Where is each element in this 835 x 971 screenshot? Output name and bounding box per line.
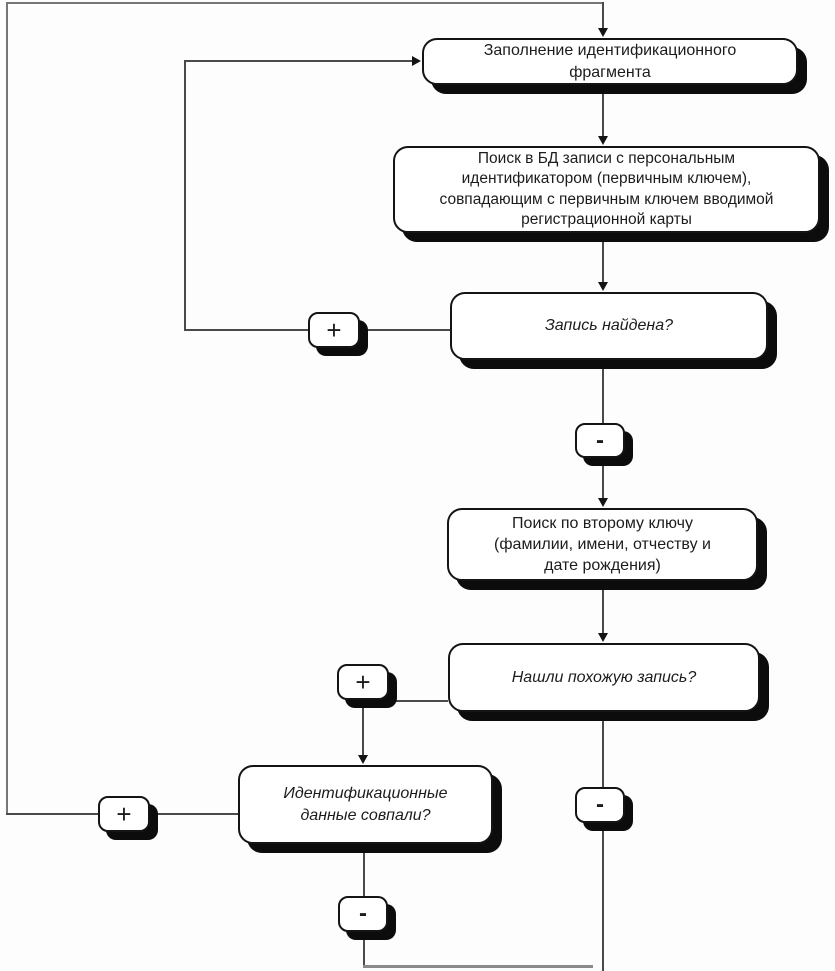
branch-minus-identification-data-matched-label: - xyxy=(359,900,367,927)
branch-plus-record-found: + xyxy=(308,312,360,348)
connector-outer-loop-top xyxy=(6,2,604,4)
connector-plus-to-record-found xyxy=(360,329,450,331)
arrowhead-into-node1-top xyxy=(598,28,608,37)
node-decision-similar-record-found: Нашли похожую запись? xyxy=(448,643,760,712)
connector-feedback-record-found-vertical xyxy=(184,60,186,331)
branch-minus-identification-data-matched: - xyxy=(338,896,388,932)
connector-plus3-to-left-edge xyxy=(6,813,98,815)
connector-spine-node4-node5 xyxy=(602,581,604,633)
connector-outer-loop-left xyxy=(6,2,8,815)
connector-spine-node1-node2 xyxy=(602,85,604,136)
branch-plus-record-found-label: + xyxy=(326,315,342,345)
arrowhead-into-node5-top xyxy=(598,633,608,642)
connector-spine-node3-minus1 xyxy=(602,360,604,424)
connector-node6-to-plus3 xyxy=(150,813,238,815)
connector-plus2-down xyxy=(362,702,364,755)
arrowhead-into-node1-left xyxy=(412,56,421,66)
branch-minus-similar-record-found-label: - xyxy=(596,791,604,818)
arrowhead-into-node6-top xyxy=(358,755,368,764)
arrowhead-into-node3-top xyxy=(598,282,608,291)
node-search-primary-key: Поиск в БД записи с персональным идентиф… xyxy=(393,146,820,233)
branch-plus-similar-record-found: + xyxy=(337,664,389,700)
arrowhead-into-node2-top xyxy=(598,136,608,145)
connector-node5-to-plus2 xyxy=(389,700,448,702)
connector-spine-node2-node3 xyxy=(602,233,604,282)
node-decision-identification-data-matched-label: Идентификационные данные совпали? xyxy=(283,785,448,824)
branch-minus-similar-record-found: - xyxy=(575,787,625,823)
connector-record-found-to-plus xyxy=(184,329,308,331)
connector-feedback-record-found-top xyxy=(184,60,412,62)
node-fill-identification-fragment: Заполнение идентификационного фрагмента xyxy=(422,38,798,85)
node-decision-record-found: Запись найдена? xyxy=(450,292,768,360)
connector-node6-minus3 xyxy=(363,844,365,896)
node-search-second-key: Поиск по второму ключу (фамилии, имени, … xyxy=(447,508,758,581)
branch-plus-identification-data-matched: + xyxy=(98,796,150,832)
connector-spine-minus2-bottom xyxy=(602,823,604,971)
connector-bottom-cutoff xyxy=(363,965,593,968)
node-decision-similar-record-found-label: Нашли похожую запись? xyxy=(511,668,697,686)
connector-spine-node5-minus2 xyxy=(602,712,604,787)
arrowhead-into-node4-top xyxy=(598,498,608,507)
branch-minus-record-found: - xyxy=(575,423,625,458)
connector-minus3-down xyxy=(363,932,365,966)
connector-spine-minus1-node4 xyxy=(602,458,604,498)
branch-plus-similar-record-found-label: + xyxy=(355,667,371,697)
node-decision-identification-data-matched: Идентификационные данные совпали? xyxy=(238,765,493,844)
node-decision-record-found-label: Запись найдена? xyxy=(544,317,674,335)
branch-minus-record-found-label: - xyxy=(596,426,604,454)
node-fill-identification-fragment-label: Заполнение идентификационного фрагмента xyxy=(483,42,737,81)
node-search-primary-key-label: Поиск в БД записи с персональным идентиф… xyxy=(439,149,774,228)
branch-plus-identification-data-matched-label: + xyxy=(116,799,132,829)
node-search-second-key-label: Поиск по второму ключу (фамилии, имени, … xyxy=(494,514,711,575)
connector-outer-loop-drop xyxy=(602,2,604,28)
